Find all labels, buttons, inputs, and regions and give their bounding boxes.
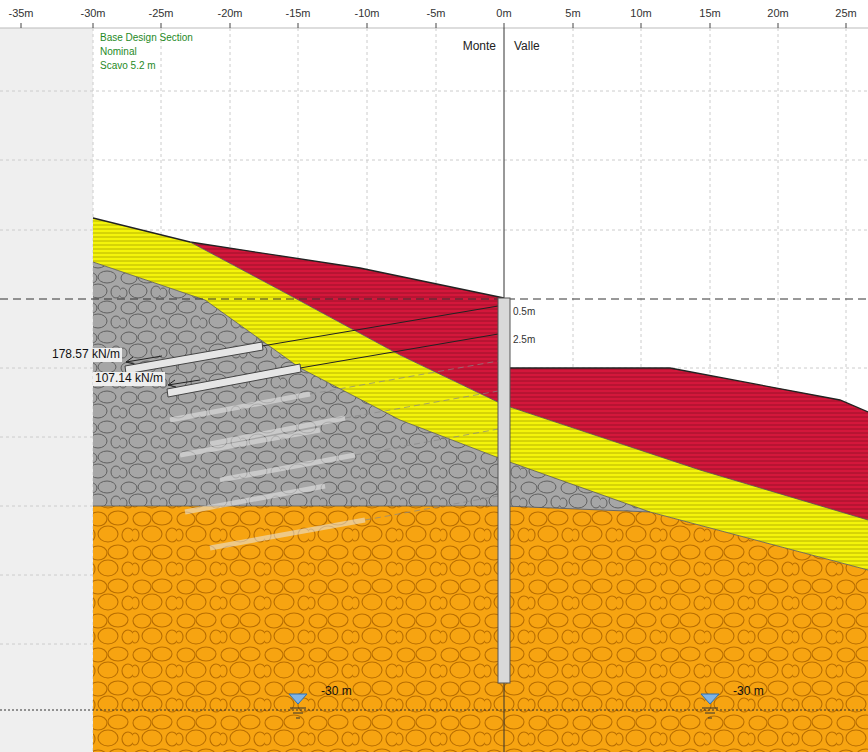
excavation-depth: Scavo 5.2 m <box>100 60 156 72</box>
axis-tick-label: -10m <box>354 7 379 20</box>
section-note: Nominal <box>100 46 137 58</box>
axis-tick-label: -5m <box>427 7 446 20</box>
axis-tick-label: 15m <box>699 7 720 20</box>
water-level: -30 m <box>733 685 764 699</box>
anchor-force: 178.57 kN/m <box>50 348 122 362</box>
anchor-depth: 2.5m <box>513 334 535 346</box>
axis-tick-label: 0m <box>496 7 511 20</box>
axis-tick-label: -20m <box>217 7 242 20</box>
axis-tick-label: 20m <box>767 7 788 20</box>
axis-tick-label: -35m <box>8 7 33 20</box>
axis-tick-label: 25m <box>835 7 856 20</box>
axis-tick-label: -30m <box>80 7 105 20</box>
water-level: -30 m <box>321 685 352 699</box>
axis-tick-label: -15m <box>285 7 310 20</box>
anchor-depth: 0.5m <box>513 306 535 318</box>
axis-tick-label: -25m <box>148 7 173 20</box>
side-label: Monte <box>463 40 496 54</box>
axis-tick-label: 10m <box>630 7 651 20</box>
anchor-force: 107.14 kN/m <box>93 372 165 386</box>
side-label: Valle <box>514 40 540 54</box>
section-title: Base Design Section <box>100 32 193 44</box>
axis-tick-label: 5m <box>565 7 580 20</box>
